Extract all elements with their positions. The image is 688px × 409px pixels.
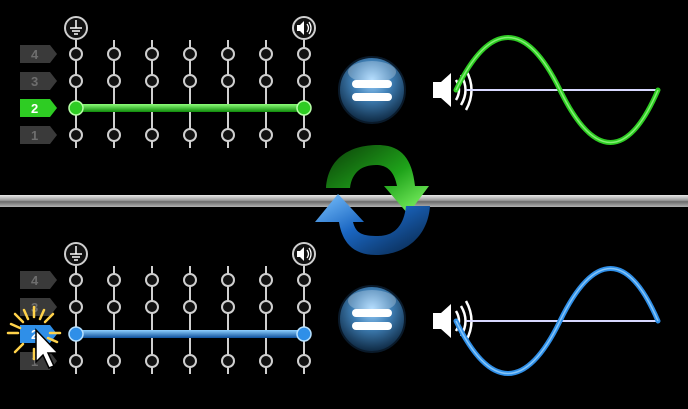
speaker-icon bbox=[292, 16, 316, 40]
level-tag-2-label: 2 bbox=[31, 101, 38, 116]
equals-icon bbox=[352, 80, 392, 101]
switch-column bbox=[221, 40, 235, 148]
level-tag-4[interactable]: 4 bbox=[20, 45, 57, 63]
speaker-icon bbox=[292, 242, 316, 266]
switch-column bbox=[145, 40, 159, 148]
ground-icon bbox=[64, 242, 88, 266]
level-tag-2-label: 2 bbox=[31, 327, 38, 342]
switch-column bbox=[69, 266, 83, 374]
level-tag-3-label: 3 bbox=[31, 74, 38, 89]
level-tag-4-label: 4 bbox=[31, 273, 39, 288]
active-level-bar[interactable] bbox=[68, 326, 312, 342]
level-tag-4[interactable]: 4 bbox=[20, 271, 57, 289]
level-tag-1[interactable]: 1 bbox=[20, 126, 57, 144]
equals-icon bbox=[352, 309, 392, 330]
switch-grid bbox=[69, 266, 311, 374]
switch-column bbox=[297, 40, 311, 148]
equals-button[interactable] bbox=[338, 56, 406, 124]
switch-grid bbox=[69, 40, 311, 148]
switch-column bbox=[259, 40, 273, 148]
bottom-panel-graphics: 4 3 2 1 bbox=[6, 242, 661, 376]
panel-divider bbox=[0, 195, 688, 207]
top-panel: 4 3 2 1 bbox=[0, 0, 688, 190]
ground-icon bbox=[64, 16, 88, 40]
level-tag-1-label: 1 bbox=[31, 128, 38, 143]
level-tag-4-label: 4 bbox=[31, 47, 39, 62]
switch-column bbox=[183, 266, 197, 374]
switch-column bbox=[107, 40, 121, 148]
switch-column bbox=[297, 266, 311, 374]
level-tag-3[interactable]: 3 bbox=[20, 72, 57, 90]
level-tag-2-active[interactable]: 2 bbox=[20, 99, 57, 117]
level-tag-1-label: 1 bbox=[31, 354, 38, 369]
equals-button[interactable] bbox=[338, 285, 406, 353]
top-panel-graphics: 4 3 2 1 bbox=[20, 16, 661, 148]
switch-column bbox=[69, 40, 83, 148]
switch-column bbox=[145, 266, 159, 374]
switch-column bbox=[183, 40, 197, 148]
switch-column bbox=[259, 266, 273, 374]
switch-column bbox=[221, 266, 235, 374]
active-level-bar[interactable] bbox=[68, 100, 312, 116]
mouse-pointer-icon bbox=[35, 328, 60, 369]
switch-column bbox=[107, 266, 121, 374]
bottom-panel: 4 3 2 1 bbox=[0, 212, 688, 402]
click-burst-icon bbox=[6, 305, 62, 361]
